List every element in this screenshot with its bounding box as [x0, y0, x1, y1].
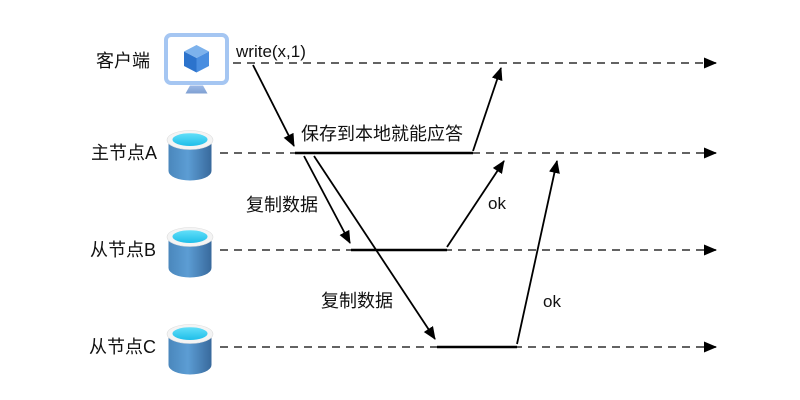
ok-from-b-label: ok [488, 194, 506, 213]
actor-label-node-c: 从节点C [89, 337, 156, 357]
node-c-database-icon [166, 324, 214, 375]
node-a-database-icon [166, 130, 214, 181]
actor-label-node-b: 从节点B [90, 240, 156, 260]
lifelines [220, 57, 717, 353]
monitor-stand [185, 85, 208, 94]
replicate-b-label: 复制数据 [246, 195, 318, 215]
replicate-to-b-arrow [303, 155, 351, 244]
client-monitor-icon [164, 33, 229, 94]
ack-to-client-arrow [472, 67, 503, 152]
cube-icon [184, 45, 209, 73]
ok-from-b-arrow [446, 160, 505, 248]
ack-message-label: 保存到本地就能应答 [301, 124, 463, 144]
actor-labels: 客户端 主节点A 从节点B 从节点C [89, 51, 157, 357]
replicate-c-label: 复制数据 [321, 291, 393, 311]
ok-from-c-arrow [516, 160, 560, 345]
replicate-to-c-arrow [313, 155, 436, 340]
node-b-database-icon [166, 227, 214, 278]
ok-from-c-label: ok [543, 292, 561, 311]
actor-label-client: 客户端 [96, 51, 150, 71]
actor-label-node-a: 主节点A [91, 143, 157, 163]
activation-bars [295, 151, 517, 349]
message-labels: write(x,1) 保存到本地就能应答 复制数据 ok 复制数据 ok [235, 42, 561, 311]
write-message-label: write(x,1) [235, 42, 306, 61]
write-arrow [252, 64, 295, 147]
message-arrows [252, 64, 560, 345]
